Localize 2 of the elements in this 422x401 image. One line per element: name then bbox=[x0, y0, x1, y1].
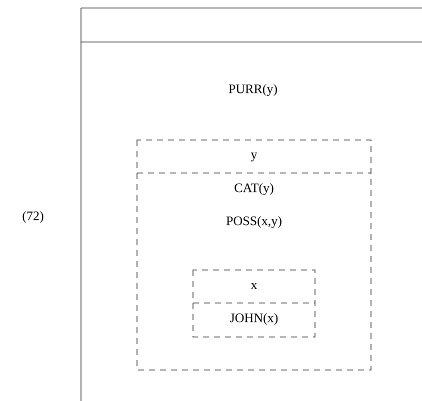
drs-box: x JOHN(x) bbox=[192, 270, 316, 338]
example-number: (72) bbox=[22, 211, 44, 223]
